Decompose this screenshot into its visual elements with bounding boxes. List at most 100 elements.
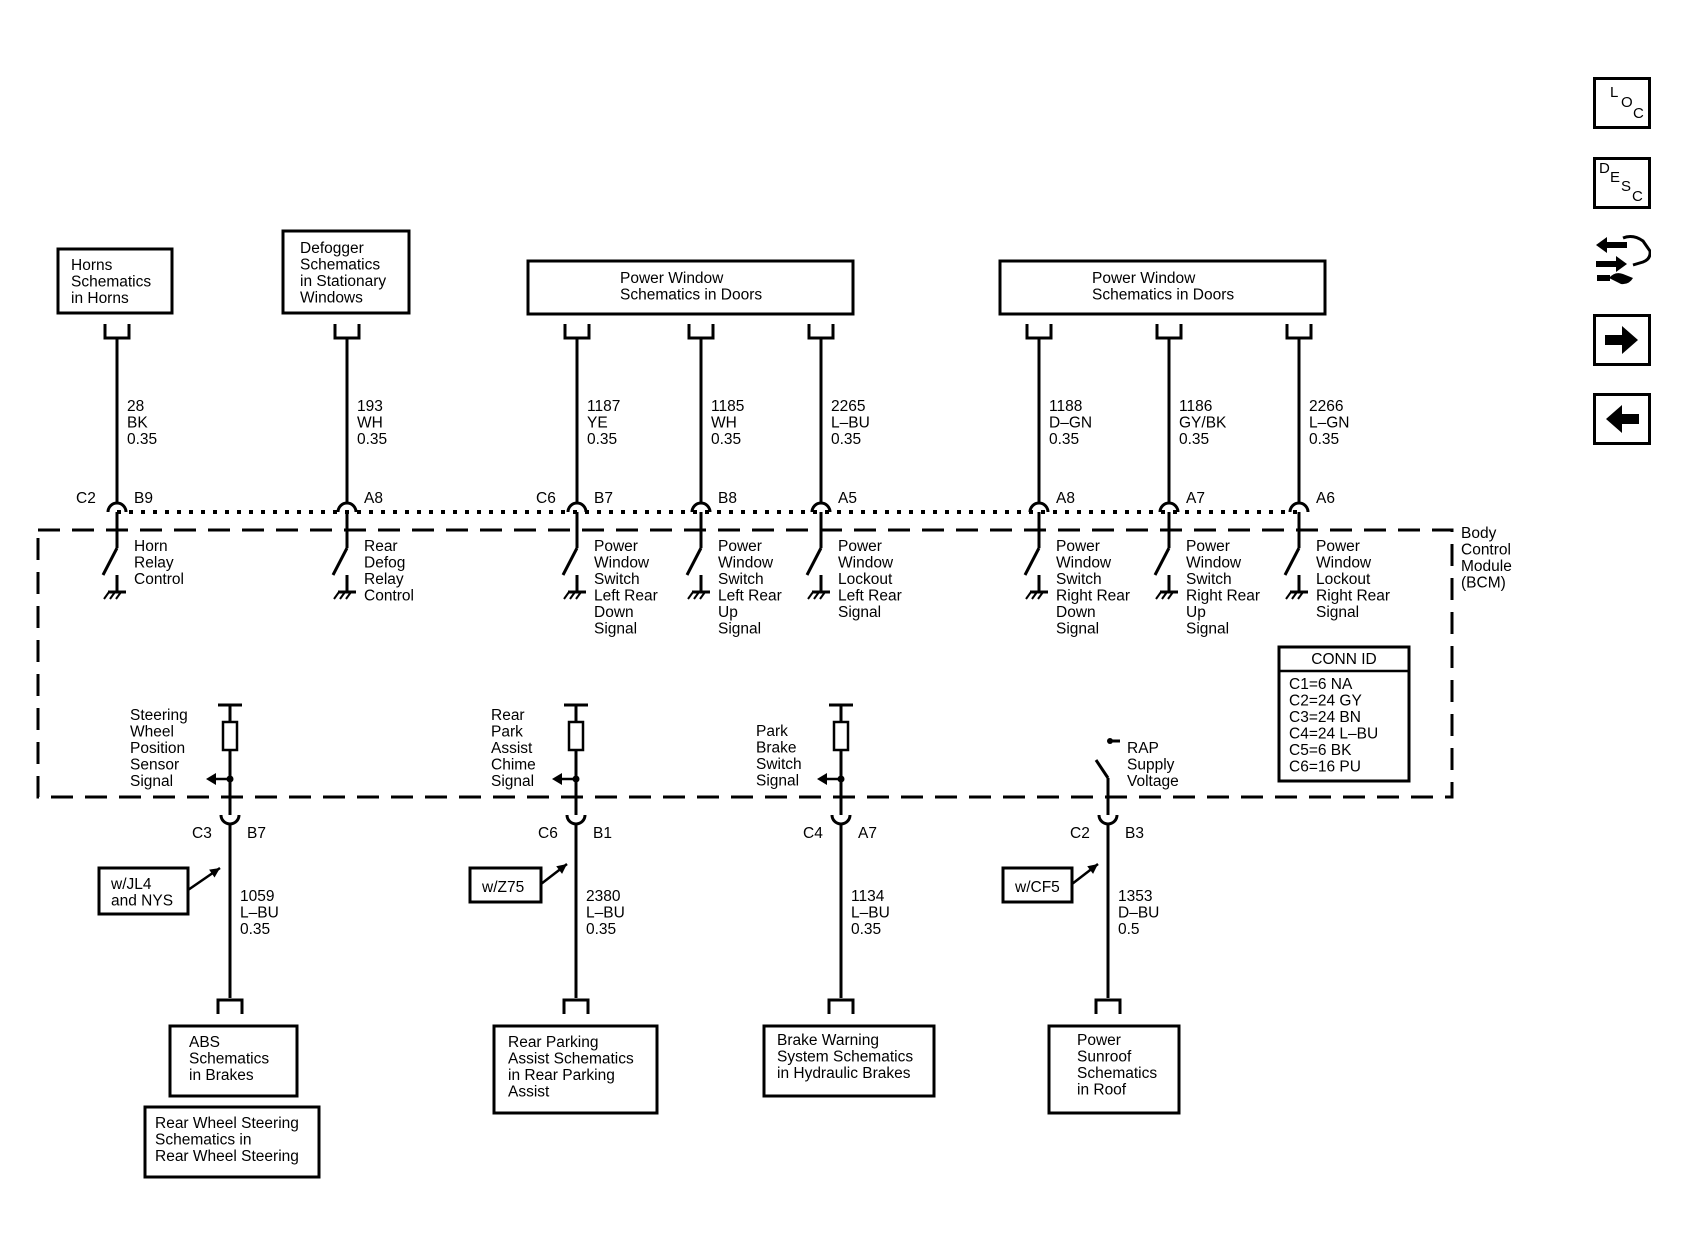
connector-label: C2 <box>1070 825 1090 842</box>
pin-label: A7 <box>1186 490 1205 507</box>
desc-button[interactable]: D E S C <box>1593 157 1651 209</box>
dest-label: Assist Schematics <box>508 1051 634 1068</box>
bottom-function-label: Sensor <box>130 757 179 774</box>
switch-blade <box>101 547 119 576</box>
connector-stub <box>216 998 244 1014</box>
bottom-function-label: Voltage <box>1127 773 1179 790</box>
dest-label: Power <box>1077 1032 1121 1049</box>
defogger-box-label: Windows <box>300 290 363 307</box>
wire-circuit-label: 0.35 <box>587 431 617 448</box>
horns-box-label: Horns <box>71 257 113 274</box>
dest-label: Schematics <box>189 1051 269 1068</box>
bcm-name-label: Control <box>1461 542 1511 559</box>
conn-id-row: C2=24 GY <box>1289 693 1362 710</box>
dest-label: Assist <box>508 1084 550 1101</box>
pullup-resistor <box>221 720 239 752</box>
bottom-function-label: Switch <box>756 756 802 773</box>
arrow-right-icon <box>1605 326 1638 354</box>
bottom-function-label: Brake <box>756 740 797 757</box>
bottom-function-label: Park <box>756 723 788 740</box>
bcm-function-label: Power <box>1186 538 1230 555</box>
connector-pin <box>830 814 852 826</box>
bcm-function-label: Signal <box>1056 621 1099 638</box>
ground-hatch <box>1031 591 1038 600</box>
bottom-function-label: Signal <box>756 773 799 790</box>
ground-hatch <box>813 591 820 600</box>
dest-label: in Roof <box>1077 1082 1127 1099</box>
defogger-box-label: Schematics <box>300 257 380 274</box>
ground-hatch <box>333 591 340 600</box>
dest-label: Schematics <box>1077 1065 1157 1082</box>
schematic-reference-boxes <box>56 229 1327 1179</box>
wire-circuit-label: GY/BK <box>1179 415 1227 432</box>
loc-button[interactable]: L O C <box>1593 77 1651 129</box>
conn-id-title: CONN ID <box>1311 651 1376 668</box>
connector-stub <box>1285 324 1313 340</box>
bcm-name-label: (BCM) <box>1461 575 1506 592</box>
bcm-function-label: Lockout <box>1316 571 1371 588</box>
desc-letter-s: S <box>1621 178 1632 195</box>
option-label: and NYS <box>111 893 173 910</box>
wires <box>101 324 1313 1014</box>
connector-stub <box>333 324 361 340</box>
previous-button[interactable] <box>1593 393 1651 445</box>
ground-hatch <box>575 591 582 600</box>
option-label: w/JL4 <box>110 876 152 893</box>
bcm-dashed-boundary <box>36 528 1454 799</box>
connector-pin <box>566 501 588 513</box>
bcm-function-label: Switch <box>1056 571 1102 588</box>
wire-circuit-label: WH <box>357 415 383 432</box>
pin-label: B7 <box>594 490 613 507</box>
connector-hand-icon <box>1596 235 1652 285</box>
wire-circuit-label: 0.5 <box>1118 921 1140 938</box>
defogger-schematics-box <box>281 229 411 315</box>
bottom-function-label: Wheel <box>130 724 174 741</box>
wire-circuit-label: L–BU <box>851 905 890 922</box>
dest-label: Rear Wheel Steering <box>155 1115 299 1132</box>
dest-label: in Hydraulic Brakes <box>777 1065 911 1082</box>
option-arrow-head <box>1087 864 1098 874</box>
connector-button[interactable] <box>1593 232 1652 285</box>
conn-id-row: C4=24 L–BU <box>1289 726 1378 743</box>
connector-stub <box>563 324 591 340</box>
ground-hatch <box>103 591 110 600</box>
connector-stub <box>1094 998 1122 1014</box>
wire-circuit-label: 1185 <box>711 398 744 415</box>
bcm-function-label: Left Rear <box>838 588 902 605</box>
desc-letter-c: C <box>1632 188 1643 205</box>
dest-label: Rear Wheel Steering <box>155 1148 299 1165</box>
horns-box-label: Schematics <box>71 274 151 291</box>
ground-hatch <box>1167 591 1174 600</box>
ground-hatch <box>1025 591 1032 600</box>
connector-stub <box>1155 324 1183 340</box>
option-label: w/Z75 <box>481 879 524 896</box>
horns-schematics-box <box>56 247 174 315</box>
dest-label: Rear Parking <box>508 1034 598 1051</box>
wire-circuit-label: 1134 <box>851 888 885 905</box>
bcm-name-label: Module <box>1461 558 1512 575</box>
signal-arrow-head <box>817 773 827 785</box>
wire-circuit-label: 0.35 <box>1309 431 1339 448</box>
wire-circuit-label: 2380 <box>586 888 621 905</box>
bcm-function-label: Window <box>1316 555 1372 572</box>
switch-blade <box>805 547 823 576</box>
ground-hatch <box>1297 591 1304 600</box>
pin-label: A5 <box>838 490 857 507</box>
next-button[interactable] <box>1593 314 1651 366</box>
conn-id-row: C5=6 BK <box>1289 742 1352 759</box>
power-window-left-label: Power Window <box>620 270 724 287</box>
bcm-function-label: Signal <box>718 621 761 638</box>
bcm-function-label: Power <box>1316 538 1360 555</box>
bcm-function-label: Defog <box>364 555 405 572</box>
loc-letter-l: L <box>1610 84 1619 101</box>
connector-pin <box>336 501 358 513</box>
connector-pin <box>1097 814 1119 826</box>
pin-label: A8 <box>364 490 383 507</box>
rear-wheel-steering-box <box>143 1105 321 1179</box>
connector-label: C6 <box>536 490 556 507</box>
power-sunroof-box <box>1047 1024 1181 1115</box>
bottom-function-label: Signal <box>130 773 173 790</box>
bcm-function-label: Down <box>594 604 634 621</box>
